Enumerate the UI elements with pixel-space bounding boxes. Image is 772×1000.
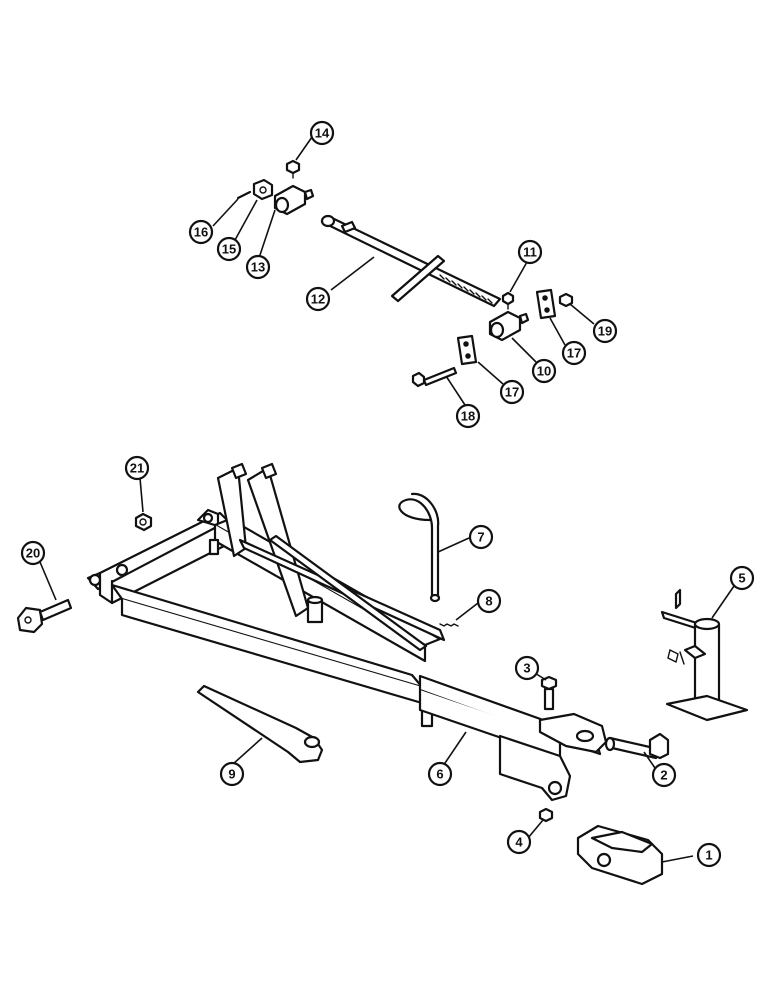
- part-1-clevis: [576, 824, 664, 886]
- callout-label: 6: [436, 767, 443, 782]
- leader-lines: [39, 136, 735, 863]
- callout-5: 5: [729, 565, 755, 591]
- callout-label: 15: [222, 242, 236, 257]
- part-5-jack-stand: [660, 588, 749, 722]
- callout-19: 19: [592, 318, 618, 344]
- callout-label: 7: [477, 530, 484, 545]
- callout-label: 17: [505, 385, 519, 400]
- callout-label: 20: [26, 546, 40, 561]
- callout-11: 11: [517, 239, 543, 265]
- callout-4: 4: [506, 829, 532, 855]
- callout-label: 12: [311, 292, 325, 307]
- part-7-hitch-pin: [398, 492, 441, 603]
- callout-10: 10: [531, 358, 557, 384]
- callout-label: 3: [523, 661, 530, 676]
- callout-label: 11: [523, 245, 537, 260]
- part-8-clip: [439, 623, 459, 627]
- part-15-nut: [252, 178, 274, 201]
- part-10-swivel-block: [488, 310, 530, 342]
- callout-label: 10: [537, 364, 551, 379]
- callout-3: 3: [514, 655, 540, 681]
- part-18-bolt: [411, 366, 458, 388]
- part-19-nut: [558, 292, 574, 308]
- callout-label: 13: [251, 260, 265, 275]
- callout-label: 1: [705, 848, 712, 863]
- callout-1: 1: [696, 842, 722, 868]
- callout-label: 17: [567, 346, 581, 361]
- callout-15: 15: [216, 236, 242, 262]
- callout-6: 6: [427, 761, 453, 787]
- part-21-nut: [134, 512, 153, 532]
- part-3-bolt: [540, 675, 558, 711]
- callout-label: 8: [485, 594, 492, 609]
- part-14-grease-fitting: [285, 159, 301, 179]
- callout-label: 21: [130, 461, 144, 476]
- callout-label: 4: [515, 835, 523, 850]
- part-17-plate-upper: [535, 288, 557, 320]
- callout-14: 14: [309, 120, 335, 146]
- part-12-adjusting-screw: [320, 214, 502, 308]
- part-2-pin: [604, 732, 670, 760]
- callout-13: 13: [245, 254, 271, 280]
- callout-20: 20: [20, 540, 46, 566]
- callout-18: 18: [455, 403, 481, 429]
- callout-21: 21: [124, 455, 150, 481]
- part-4-nut: [538, 807, 554, 823]
- callout-label: 19: [598, 324, 612, 339]
- callout-label: 16: [194, 225, 208, 240]
- callout-12: 12: [305, 286, 331, 312]
- callout-9: 9: [219, 761, 245, 787]
- callout-16: 16: [188, 219, 214, 245]
- callout-label: 14: [315, 126, 330, 141]
- callout-label: 2: [660, 768, 667, 783]
- callout-label: 9: [228, 767, 235, 782]
- callout-17-upper: 17: [561, 340, 587, 366]
- part-17-plate-lower: [456, 334, 478, 366]
- part-16-pin: [236, 190, 252, 200]
- part-20-bolt: [16, 598, 73, 634]
- callout-7-upper: 7: [468, 524, 494, 550]
- part-11-grease-fitting: [501, 291, 515, 310]
- callout-label: 5: [738, 571, 745, 586]
- part-9-drawbar-link: [196, 684, 324, 764]
- part-6-a-frame-hitch: [86, 462, 608, 802]
- callout-2: 2: [651, 762, 677, 788]
- callout-label: 18: [461, 409, 475, 424]
- callout-8: 8: [476, 588, 502, 614]
- callout-17-lower: 17: [499, 379, 525, 405]
- part-13-swivel-block: [273, 184, 315, 216]
